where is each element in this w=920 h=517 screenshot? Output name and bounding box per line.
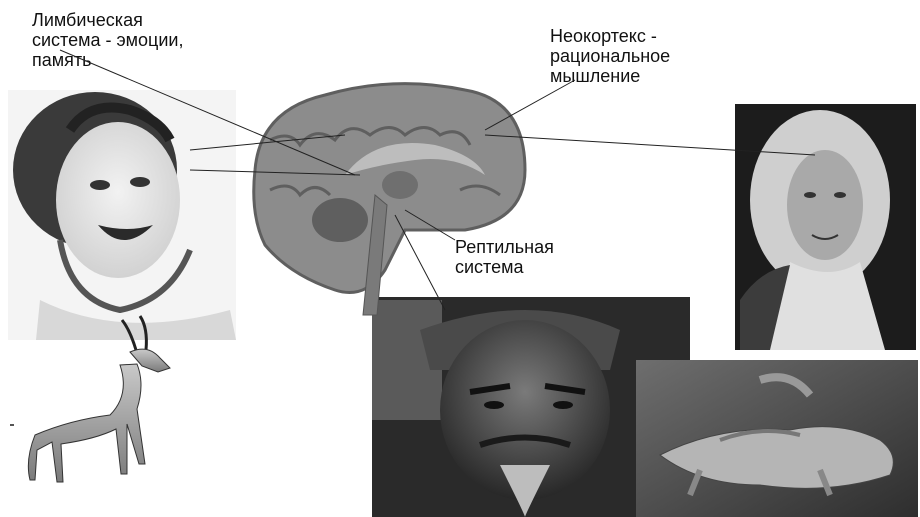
crocodile-image <box>636 360 918 517</box>
newton-portrait-image <box>735 104 916 350</box>
laughing-man-image <box>8 90 236 340</box>
brain-illustration <box>254 84 525 315</box>
antelope-image <box>10 316 170 482</box>
